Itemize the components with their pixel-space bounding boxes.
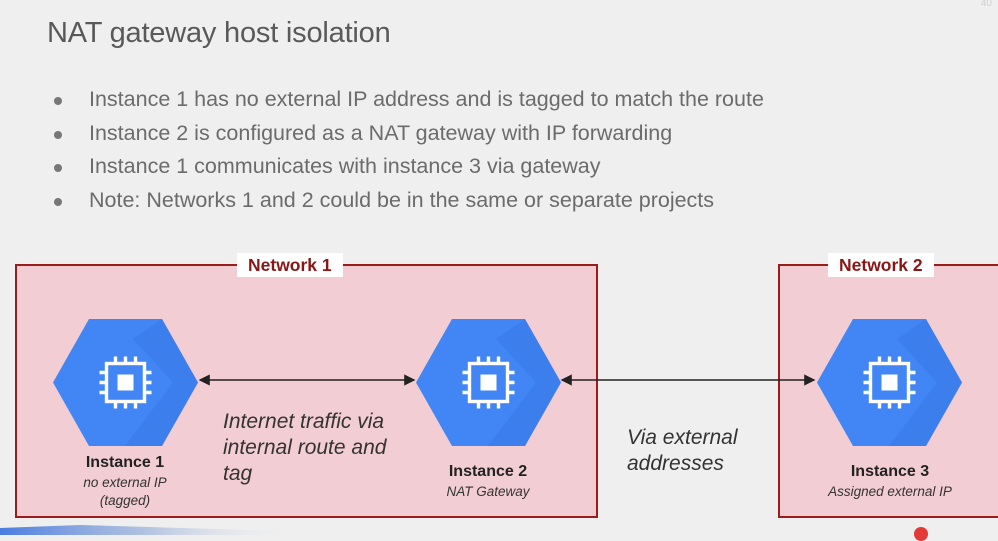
brand-logo-icon <box>914 527 928 541</box>
bullet-item: Instance 1 has no external IP address an… <box>0 83 764 117</box>
connection-1-caption-line1: Internet traffic via <box>223 410 385 433</box>
connection-1-caption-line2: internal route and <box>223 436 387 459</box>
instance-3-hexagon <box>817 319 962 446</box>
connection-2-caption-line2: addresses <box>627 452 724 475</box>
bullet-list: Instance 1 has no external IP address an… <box>0 83 764 218</box>
instance-1-subtitle-line1: no external IP <box>83 475 167 490</box>
instance-1-name: Instance 1 <box>85 454 165 471</box>
instance-1-subtitle-line2: (tagged) <box>99 493 151 508</box>
network-2-label: Network 2 <box>828 253 934 277</box>
compute-chip-icon <box>863 356 916 409</box>
instance-3-subtitle: Assigned external IP <box>828 484 952 499</box>
network-1-label: Network 1 <box>237 253 343 277</box>
instance-1-hexagon <box>53 319 198 446</box>
instance-2-subtitle: NAT Gateway <box>446 484 530 499</box>
bullet-item: Note: Networks 1 and 2 could be in the s… <box>0 184 764 218</box>
connection-1-caption: Internet traffic via internal route and … <box>223 409 386 487</box>
instance-1-subtitle: no external IP (tagged) <box>55 474 195 510</box>
instance-3-name: Instance 3 <box>850 463 930 480</box>
slide-number: 40 <box>980 0 992 9</box>
connection-2-caption: Via external addresses <box>627 425 738 477</box>
compute-chip-icon <box>99 356 152 409</box>
instance-2-hexagon <box>416 319 561 446</box>
compute-chip-icon <box>462 356 515 409</box>
connection-2-caption-line1: Via external <box>627 426 738 449</box>
bottom-accent-bar <box>0 525 420 535</box>
slide-title: NAT gateway host isolation <box>47 17 391 49</box>
bullet-item: Instance 2 is configured as a NAT gatewa… <box>0 117 764 151</box>
bullet-item: Instance 1 communicates with instance 3 … <box>0 150 764 184</box>
instance-2-name: Instance 2 <box>448 463 528 480</box>
connection-1-caption-line3: tag <box>223 462 253 485</box>
